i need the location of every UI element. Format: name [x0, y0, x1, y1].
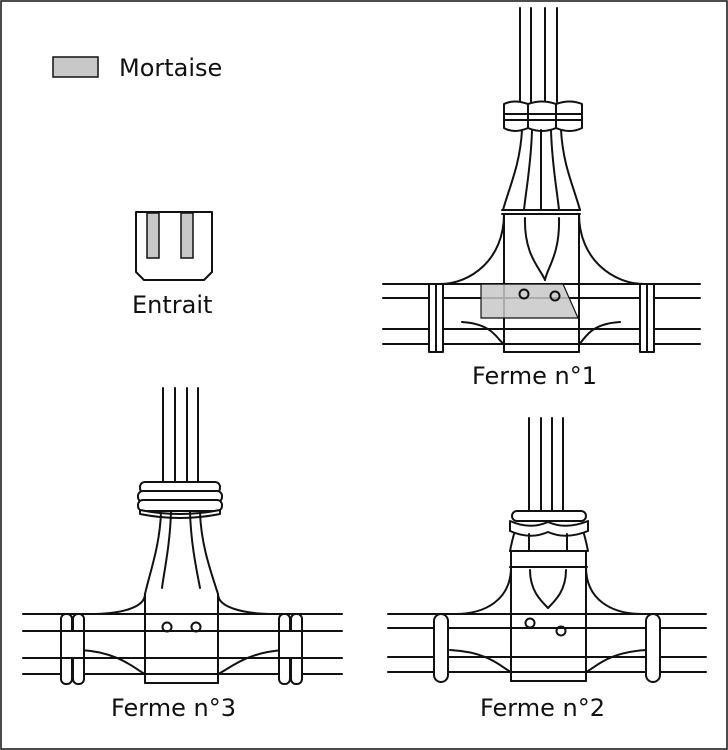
legend-swatch	[52, 56, 99, 78]
ferme3-drawing	[22, 387, 343, 685]
ferme1-drawing	[382, 7, 701, 353]
ferme2-drawing	[387, 417, 707, 683]
ferme3-label: Ferme n°3	[111, 694, 236, 722]
entrait-mortise-left	[146, 212, 160, 259]
ferme1-label: Ferme n°1	[472, 362, 597, 390]
legend-label: Mortaise	[119, 54, 223, 82]
entrait-mortise-right	[180, 212, 194, 259]
ferme2-label: Ferme n°2	[480, 694, 605, 722]
entrait-section	[135, 211, 213, 281]
entrait-label: Entrait	[132, 291, 213, 319]
